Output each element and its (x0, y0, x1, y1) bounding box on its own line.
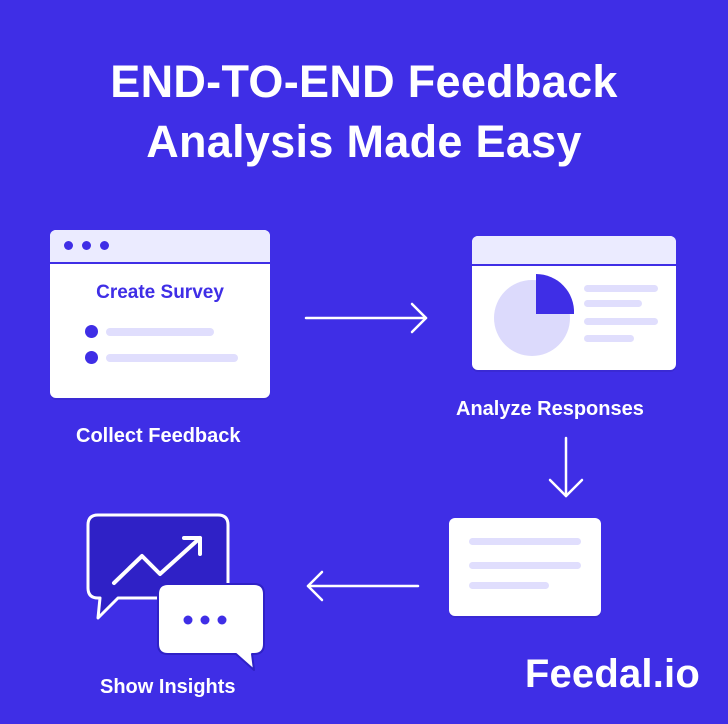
step-label-collect-feedback: Collect Feedback (76, 425, 241, 447)
title-line-1: END-TO-END Feedback (110, 56, 618, 107)
report-line (469, 582, 549, 589)
chat-dot-icon (183, 615, 193, 625)
chat-insights-icon (86, 513, 265, 671)
title-line-2: Analysis Made Easy (146, 116, 582, 167)
report-card-icon (449, 518, 601, 616)
chat-dot-icon (200, 615, 210, 625)
survey-option-bullet (85, 325, 98, 338)
legend-line (584, 335, 634, 342)
brand-logo: Feedal.io (524, 652, 700, 696)
window-dot-icon (82, 241, 91, 250)
page-title: END-TO-END Feedback Analysis Made Easy (0, 52, 728, 172)
survey-window-icon: Create Survey (50, 230, 270, 398)
window-dot-icon (100, 241, 109, 250)
survey-window-title: Create Survey (96, 282, 224, 303)
report-line (469, 538, 581, 545)
report-line (469, 562, 581, 569)
window-title-bar (50, 230, 270, 264)
pie-chart-window-icon (472, 236, 676, 370)
legend-line (584, 318, 658, 325)
survey-option-line (106, 328, 214, 336)
window-title-bar (472, 236, 676, 266)
arrow-down-icon (548, 436, 584, 498)
legend-line (584, 300, 642, 307)
legend-line (584, 285, 658, 292)
trend-up-icon (112, 536, 202, 585)
pie-chart-icon (494, 273, 575, 356)
arrow-right-icon (304, 302, 428, 334)
survey-option-line (106, 354, 238, 362)
arrow-left-icon (306, 570, 420, 602)
chat-dot-icon (217, 615, 227, 625)
survey-option-bullet (85, 351, 98, 364)
step-label-analyze-responses: Analyze Responses (456, 398, 644, 420)
window-dot-icon (64, 241, 73, 250)
step-label-show-insights: Show Insights (100, 676, 236, 698)
